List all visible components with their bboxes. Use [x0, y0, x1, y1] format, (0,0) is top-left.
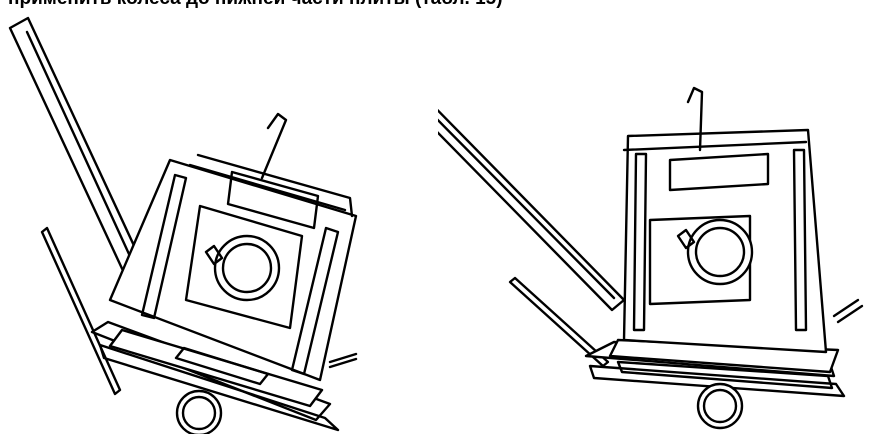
roll-cage: [140, 173, 340, 376]
transport-wheel: [696, 382, 744, 430]
compactor-illustration-right: [438, 10, 876, 434]
flywheel: [676, 218, 754, 286]
caption-text: применить колеса до нижней части плиты (…: [8, 0, 503, 10]
side-lever: [328, 352, 358, 369]
flywheel: [204, 234, 281, 302]
guard-rod: [508, 276, 610, 368]
transport-wheel: [175, 389, 223, 434]
compactor-drawing-right: [438, 86, 864, 430]
handle-bar: [8, 16, 152, 292]
side-lever: [832, 298, 864, 324]
roll-cage: [632, 148, 808, 332]
compactor-drawing-left: [8, 16, 358, 434]
compactor-illustration-left: [0, 10, 438, 434]
guard-rod: [40, 226, 122, 396]
handle-bar: [438, 108, 626, 312]
base-plate: [90, 320, 340, 432]
caption-strip: применить колеса до нижней части плиты (…: [0, 0, 876, 12]
